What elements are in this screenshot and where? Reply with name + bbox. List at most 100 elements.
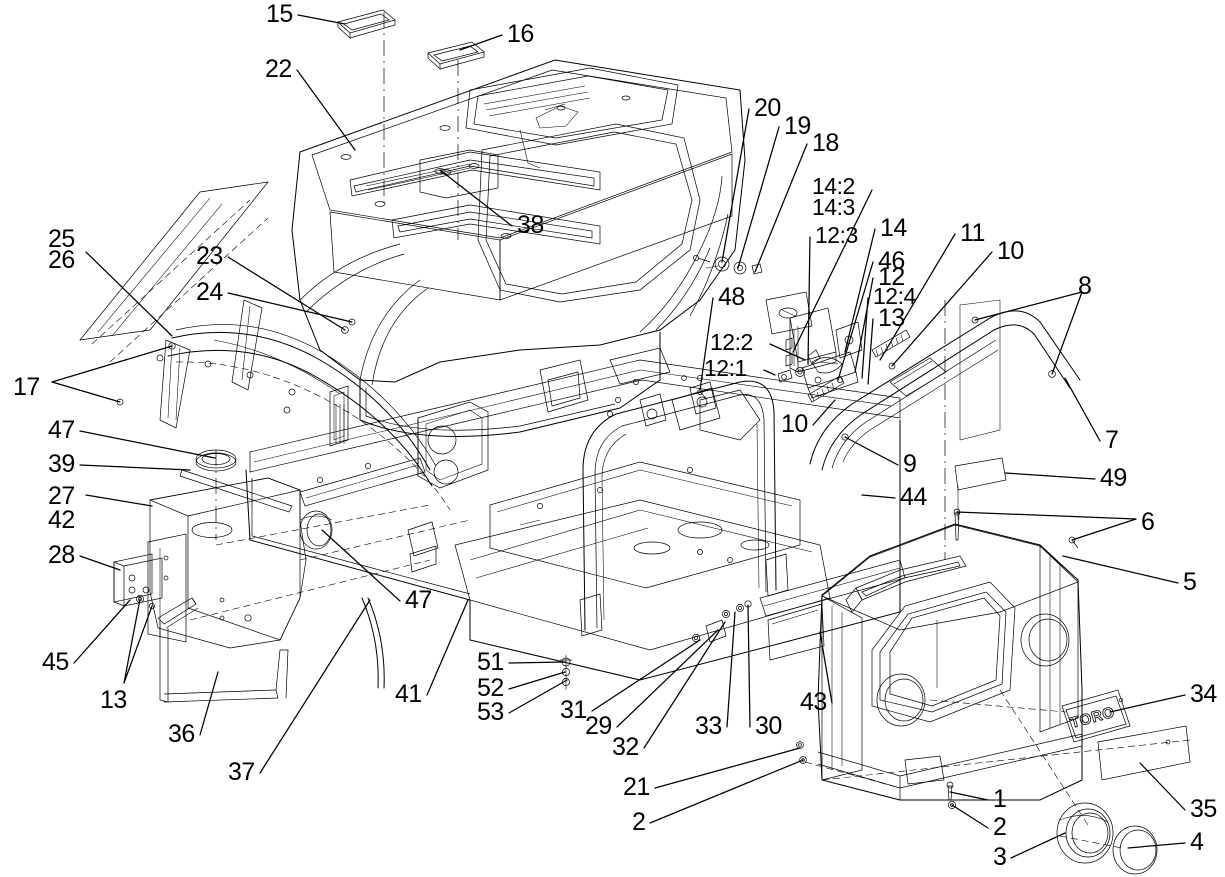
leader-52 [508,671,566,690]
leader-20 [721,108,750,263]
callout-46: 46 [878,247,905,275]
leader-29 [616,629,719,728]
part-22-hood [291,59,746,437]
leader-10 [812,399,836,426]
leader-12 [854,277,874,373]
callout-41: 41 [395,680,422,708]
leader-16 [459,34,503,51]
leader-12-3 [807,236,811,365]
leader-39 [79,464,191,471]
callout-23: 23 [196,242,223,270]
chassis-frame [245,347,901,681]
callout-37: 37 [228,758,255,786]
leader-2 [951,804,989,829]
callout-10: 10 [997,237,1024,265]
leader-1 [949,791,989,801]
leader-22 [296,69,356,151]
leader-35 [1139,762,1186,811]
leader-11 [879,233,956,361]
leader-18 [754,143,808,273]
callout-12-4: 12:4 [873,283,916,309]
callout-47: 47 [405,586,432,614]
leader-43 [819,631,833,704]
leader-45 [73,599,131,664]
callout-16: 16 [507,20,534,48]
branch-leaders [51,189,1137,684]
callout-24: 24 [196,278,223,306]
callout-52: 52 [477,674,504,702]
callout-1: 1 [993,785,1007,813]
callout-3: 3 [993,843,1007,871]
callout-2: 2 [632,808,646,836]
callout-17: 17 [13,373,40,401]
callout-14-2: 14:2 [812,173,855,199]
callout-4: 4 [1190,828,1204,856]
leader-23 [227,256,346,331]
callout-35: 35 [1190,795,1217,823]
control-module-assembly [681,255,863,399]
leader-36 [199,671,219,736]
leader-12-1 [763,369,776,376]
callout-38: 38 [517,211,544,239]
callout-26: 26 [48,246,75,274]
callout-49: 49 [1100,464,1127,492]
leader-48 [699,297,714,391]
callout-5: 5 [1183,568,1197,596]
leader-33 [726,611,736,728]
callout-31: 31 [560,696,587,724]
callout-28: 28 [48,541,75,569]
part-16-grommet-plate [427,41,485,70]
callout-25: 25 [48,225,75,253]
callout-6: 6 [1141,508,1155,536]
callout-42: 42 [48,506,75,534]
leader-41 [426,599,469,696]
callout-14-3: 14:3 [812,194,855,220]
callout-14: 14 [880,214,907,242]
leader-13 [867,318,874,385]
callout-44: 44 [900,483,927,511]
callout-22: 22 [265,55,292,83]
callout-9: 9 [903,450,917,478]
leader-49 [1004,472,1096,480]
callout-13: 13 [100,686,127,714]
leader-5 [1062,555,1179,584]
leader-12-4 [861,297,869,379]
leader-14 [844,228,876,353]
callout-8: 8 [1078,272,1092,300]
part-15-grommet-plate [337,9,396,39]
callout-11: 11 [960,219,985,247]
callout-19: 19 [784,112,811,140]
callout-21: 21 [623,773,650,801]
leader-46 [837,261,874,381]
callout-18: 18 [812,129,839,157]
right-side-rail-assembly [807,299,1081,688]
callout-51: 51 [477,648,504,676]
callout-12-1: 12:1 [704,355,747,381]
callout-47: 47 [48,416,75,444]
callout-2: 2 [993,813,1007,841]
leader-37 [259,599,371,774]
leader-21 [654,747,801,789]
leader-53 [508,679,568,714]
callout-12-2: 12:2 [710,329,753,355]
callout-7: 7 [1105,426,1119,454]
rear-console-assembly: TORO [767,457,1191,875]
leader-3 [1010,832,1066,859]
leader-30 [747,604,751,728]
leader-12-2 [769,343,806,361]
callout-34: 34 [1190,680,1217,708]
fuel-tank-and-shield [113,449,471,703]
callout-15: 15 [266,0,293,28]
leader-24 [227,292,353,323]
leader-9 [844,436,899,466]
leader-51 [508,661,566,664]
leader-10 [891,251,993,367]
callout-leader-lines [73,14,1186,859]
callout-10: 10 [781,410,808,438]
leader-28 [79,555,121,571]
svg-text:TORO: TORO [1069,704,1117,732]
leader-2 [649,759,804,824]
callout-32: 32 [612,733,639,761]
leader-47 [321,529,401,602]
